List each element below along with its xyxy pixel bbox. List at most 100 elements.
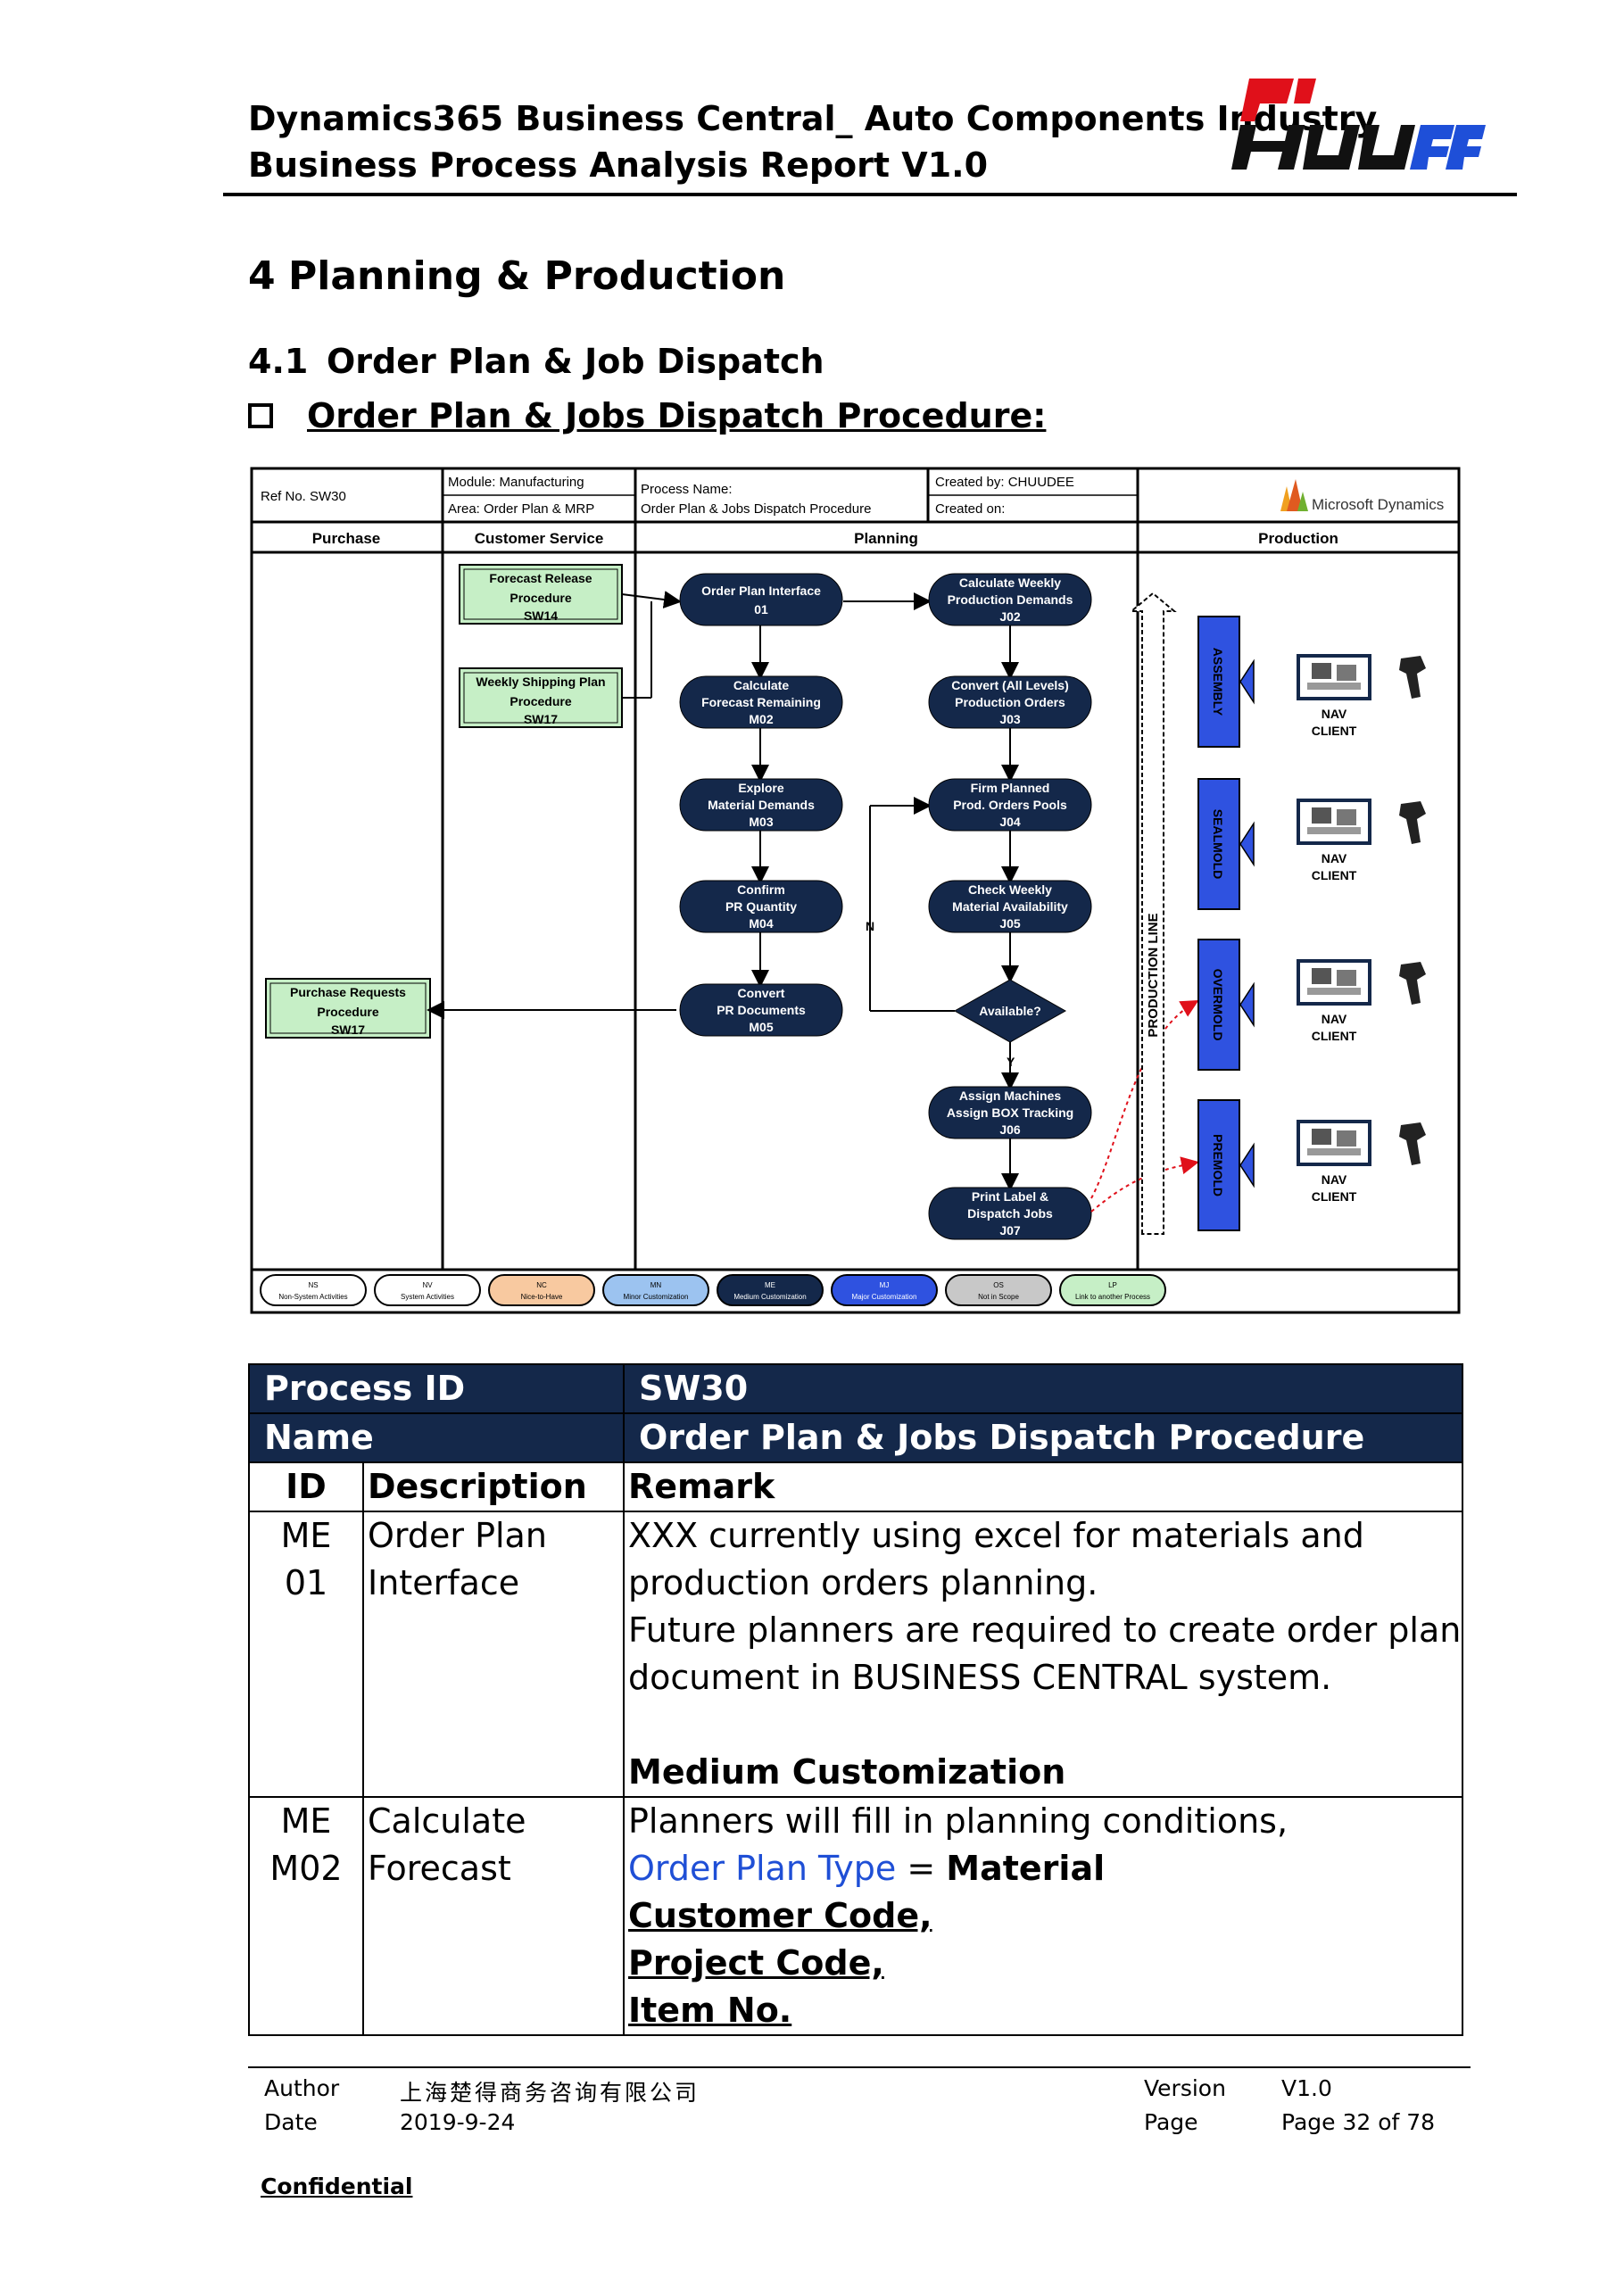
- svg-text:M03: M03: [749, 815, 773, 829]
- svg-text:Print Label &: Print Label &: [972, 1189, 1048, 1204]
- svg-text:CLIENT: CLIENT: [1312, 724, 1357, 738]
- field-value: Material: [946, 1849, 1106, 1888]
- row-id: ME: [280, 1801, 332, 1841]
- legend-code: NS: [308, 1281, 318, 1289]
- section-number: 4: [248, 253, 276, 299]
- process-name-row: Name Order Plan & Jobs Dispatch Procedur…: [248, 1412, 1463, 1463]
- legend-code: NV: [422, 1281, 433, 1289]
- node-available-decision: Available?: [953, 979, 1067, 1043]
- svg-text:J02: J02: [999, 609, 1021, 624]
- node-confirm-pr: Confirm PR Quantity M04: [679, 880, 843, 933]
- legend-code: OS: [993, 1281, 1004, 1289]
- row-id-number: M02: [269, 1849, 343, 1888]
- svg-text:Procedure: Procedure: [510, 694, 571, 708]
- node-calculate-forecast: Calculate Forecast Remaining M02: [679, 675, 843, 729]
- column-header-row: ID Description Remark: [248, 1461, 1463, 1512]
- process-name-label: Name: [248, 1412, 625, 1463]
- date-label: Date: [264, 2109, 318, 2135]
- node-calc-weekly-demands: Calculate Weekly Production Demands J02: [928, 573, 1092, 626]
- chuudee-logo: [1231, 79, 1486, 170]
- row-description: Calculate: [368, 1801, 526, 1841]
- customization-level: Medium Customization: [628, 1752, 1066, 1792]
- svg-text:ASSEMBLY: ASSEMBLY: [1211, 648, 1225, 716]
- process-name: Order Plan & Jobs Dispatch Procedure: [641, 501, 871, 517]
- svg-text:M05: M05: [749, 1020, 773, 1034]
- subsection-heading: 4.1 Order Plan & Job Dispatch: [248, 342, 824, 381]
- svg-text:Weekly Shipping Plan: Weekly Shipping Plan: [476, 675, 605, 689]
- subsection-number: 4.1: [248, 342, 309, 381]
- process-name-label: Process Name:: [641, 482, 733, 497]
- legend-text: Nice-to-Have: [521, 1293, 563, 1301]
- row-description: Order Plan: [368, 1516, 547, 1555]
- legend-code: MN: [650, 1281, 662, 1289]
- link-weekly-shipping-plan: Weekly Shipping Plan Procedure SW17: [459, 667, 623, 728]
- nav-client-1: NAV CLIENT: [1297, 654, 1371, 738]
- svg-text:Procedure: Procedure: [510, 591, 571, 605]
- link-purchase-requests: Purchase Requests Procedure SW17: [265, 978, 431, 1039]
- lane-planning: Planning: [854, 530, 918, 547]
- svg-text:Production Orders: Production Orders: [955, 695, 1065, 709]
- svg-text:Forecast Remaining: Forecast Remaining: [701, 695, 821, 709]
- version-label: Version: [1144, 2075, 1226, 2101]
- svg-text:M02: M02: [749, 712, 773, 726]
- legend-text: System Activities: [401, 1293, 454, 1301]
- barcode-scanner-icon: [1399, 962, 1426, 1005]
- svg-text:J07: J07: [999, 1223, 1021, 1238]
- author-label: Author: [264, 2075, 340, 2101]
- ref-no: Ref No. SW30: [261, 489, 346, 504]
- legend-text: Major Customization: [852, 1293, 917, 1301]
- process-name-value: Order Plan & Jobs Dispatch Procedure: [623, 1412, 1463, 1463]
- svg-text:Firm Planned: Firm Planned: [971, 781, 1050, 795]
- header-rule: [223, 193, 1517, 196]
- svg-text:Production Demands: Production Demands: [948, 592, 1073, 607]
- svg-text:Convert (All Levels): Convert (All Levels): [951, 678, 1068, 692]
- checkbox-bullet-icon: [248, 403, 273, 428]
- field-customer-code: Customer Code,: [628, 1896, 932, 1935]
- remark-line: document in BUSINESS CENTRAL system.: [628, 1658, 1332, 1697]
- node-print-label-dispatch: Print Label & Dispatch Jobs J07: [928, 1187, 1092, 1240]
- created-on: Created on:: [935, 501, 1005, 517]
- author-value: 上海楚得商务咨询有限公司: [400, 2080, 700, 2106]
- svg-text:Material Demands: Material Demands: [708, 798, 815, 812]
- procedure-title: Order Plan & Jobs Dispatch Procedure:: [307, 396, 1047, 435]
- remark-line: Planners will fill in planning condition…: [628, 1801, 1288, 1841]
- legend-item-ns: NS Non-System Activities: [260, 1274, 367, 1306]
- node-convert-production-orders: Convert (All Levels) Production Orders J…: [928, 675, 1092, 729]
- svg-text:Material Availability: Material Availability: [952, 899, 1068, 914]
- node-order-plan-interface: Order Plan Interface 01: [679, 573, 843, 626]
- process-id-value: SW30: [623, 1363, 1463, 1414]
- col-desc-header: Description: [362, 1461, 625, 1512]
- lane-customer-service: Customer Service: [475, 530, 604, 547]
- equals-sign: =: [896, 1849, 947, 1888]
- legend-text: Not in Scope: [978, 1293, 1019, 1301]
- svg-text:Prod. Orders Pools: Prod. Orders Pools: [953, 798, 1067, 812]
- node-check-material: Check Weekly Material Availability J05: [928, 880, 1092, 933]
- section-title: Planning & Production: [288, 253, 786, 299]
- node-firm-planned: Firm Planned Prod. Orders Pools J04: [928, 778, 1092, 832]
- svg-text:OVERMOLD: OVERMOLD: [1211, 969, 1225, 1041]
- svg-text:Explore: Explore: [738, 781, 784, 795]
- remark-line: Order Plan Type = Material: [628, 1845, 1462, 1892]
- svg-text:CLIENT: CLIENT: [1312, 1189, 1357, 1204]
- svg-text:PR Documents: PR Documents: [717, 1003, 806, 1017]
- line-overmold: OVERMOLD: [1197, 939, 1255, 1071]
- field-item-no: Item No.: [628, 1991, 792, 2030]
- created-by: Created by: CHUUDEE: [935, 475, 1074, 490]
- subsection-title: Order Plan & Job Dispatch: [327, 342, 824, 381]
- node-convert-pr: Convert PR Documents M05: [679, 983, 843, 1037]
- line-sealmold: SEALMOLD: [1197, 778, 1255, 910]
- legend-text: Minor Customization: [624, 1293, 689, 1301]
- legend-text: Non-System Activities: [278, 1293, 347, 1301]
- remark-line: Future planners are required to create o…: [628, 1610, 1462, 1650]
- area-label: Area: Order Plan & MRP: [448, 501, 594, 517]
- svg-text:NAV: NAV: [1322, 707, 1347, 721]
- process-id-label: Process ID: [248, 1363, 625, 1414]
- date-value: 2019-9-24: [400, 2109, 516, 2135]
